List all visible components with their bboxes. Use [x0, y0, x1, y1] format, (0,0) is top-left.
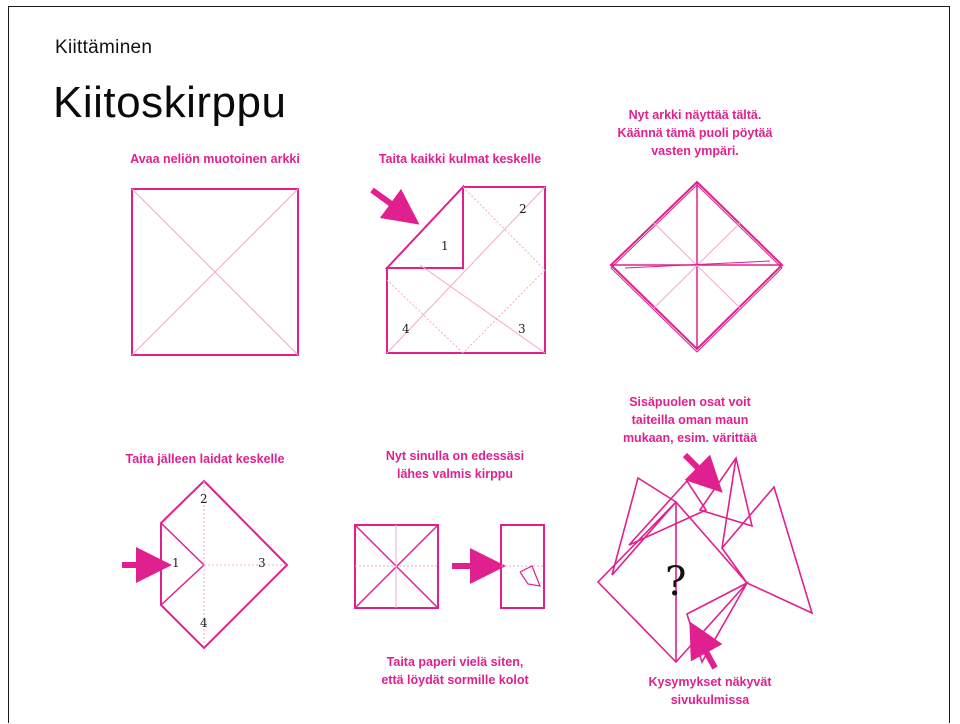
arrow-icon [685, 455, 710, 480]
diagram-finished-cootie-catcher [598, 455, 812, 668]
question-mark: ? [665, 559, 686, 605]
arrow-icon [372, 190, 405, 214]
corner-number-3: 3 [518, 322, 526, 336]
diagram-open-square [132, 189, 298, 355]
edge-number-1: 1 [172, 556, 180, 570]
edge-number-3: 3 [258, 556, 266, 570]
corner-number-4: 4 [402, 322, 410, 336]
edge-number-2: 2 [200, 492, 208, 506]
diagram-almost-ready [355, 525, 544, 608]
arrow-icon [698, 637, 715, 668]
corner-number-1: 1 [441, 239, 449, 253]
edge-number-4: 4 [200, 616, 208, 630]
diagram-diamond [611, 182, 782, 352]
corner-number-2: 2 [519, 202, 527, 216]
